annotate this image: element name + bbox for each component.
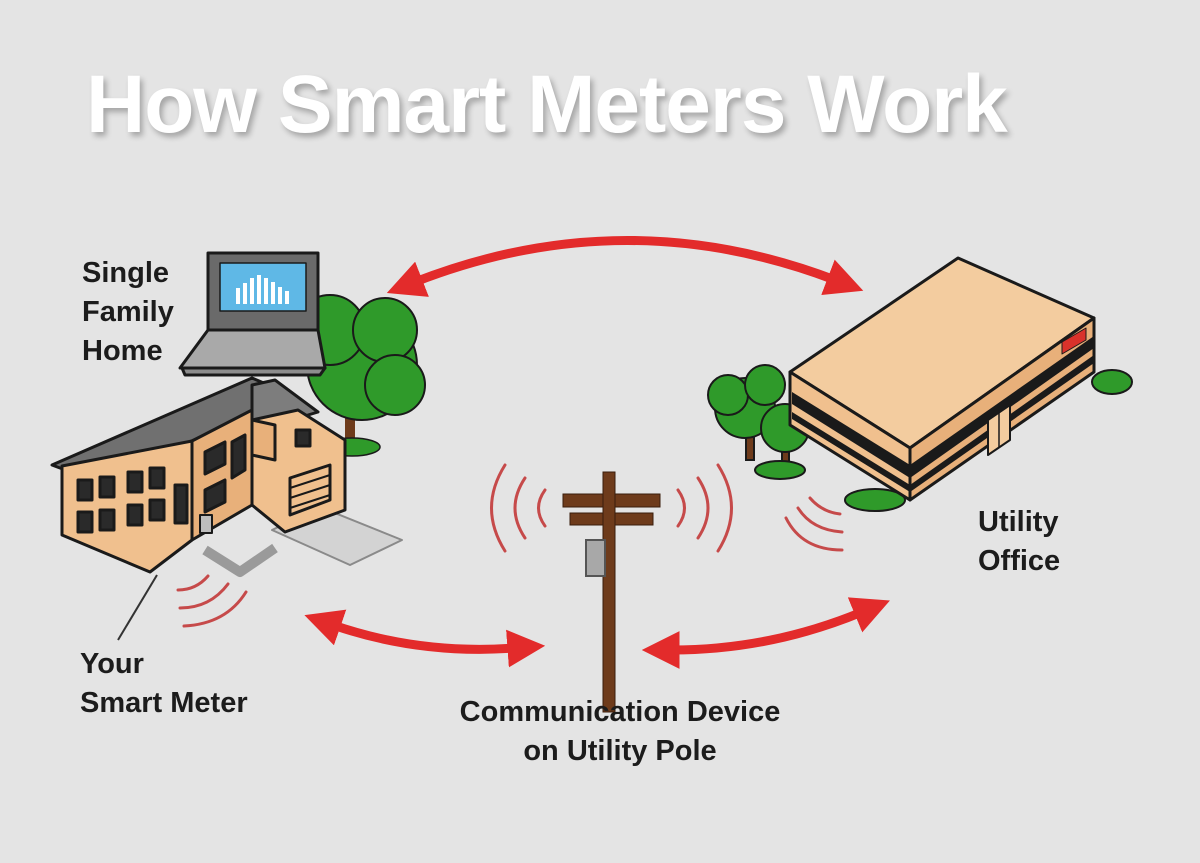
arrow-pole-to-office [641, 597, 890, 669]
utility-office-label: Utility Office [978, 506, 1061, 577]
communication-device-label: Communication Device on Utility Pole [459, 696, 781, 767]
signal-waves-icon [176, 463, 844, 628]
house-icon [50, 376, 403, 577]
arrow-home-to-office [386, 236, 864, 297]
arrow-meter-to-pole [304, 609, 546, 668]
smart-meter-label: Your Smart Meter [80, 648, 248, 719]
page-title: How Smart Meters Work [86, 59, 1008, 150]
meter-pointer-line [117, 574, 158, 641]
tree-icon [707, 364, 1133, 512]
laptop-icon [178, 251, 327, 377]
single-family-home-label: Single Family Home [82, 257, 174, 367]
smart-meter-icon [199, 514, 213, 534]
office-building-icon [788, 256, 1096, 502]
communication-device-icon [585, 539, 606, 577]
utility-pole-icon [562, 471, 661, 713]
